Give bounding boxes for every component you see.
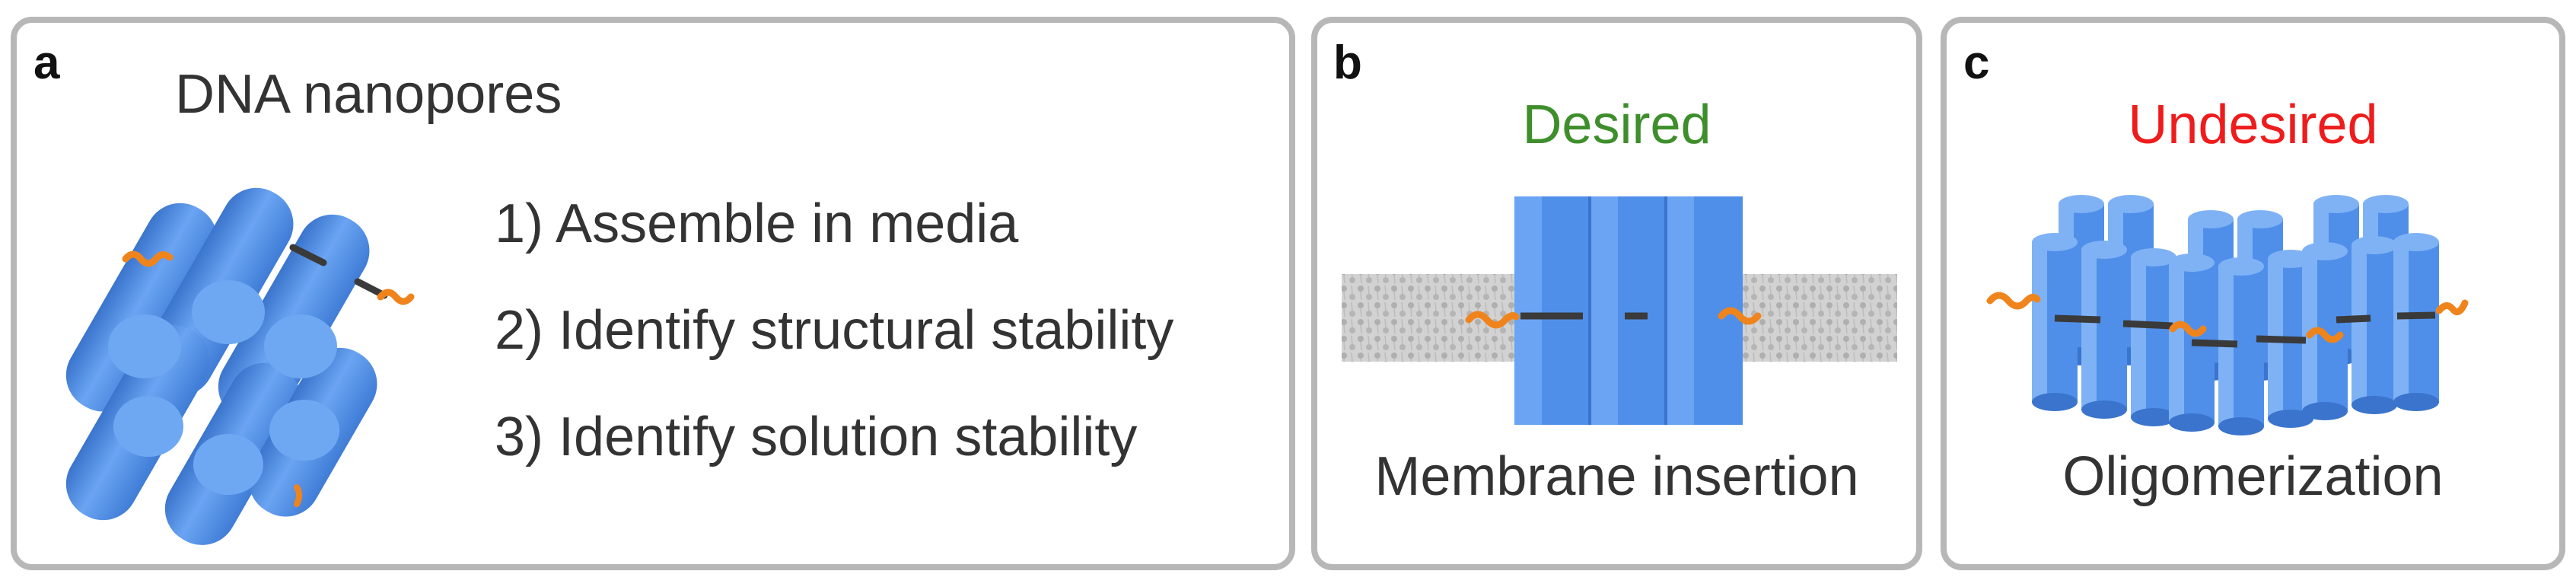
cylinder-cap: [113, 396, 183, 457]
cylinder-cap: [108, 314, 181, 378]
desired-heading: Desired: [1522, 94, 1711, 155]
cylinder: [2393, 233, 2439, 411]
cholesterol-tag: [2435, 299, 2469, 316]
cholesterol-tag: [294, 484, 302, 507]
cylinder-cap: [192, 280, 265, 344]
cylinder: [2352, 236, 2397, 414]
cholesterol-tag: [377, 289, 415, 305]
step-1: 1) Assemble in media: [495, 193, 1019, 254]
cholesterol-tag: [1986, 292, 2041, 310]
cholesterol-tag: [1465, 311, 1520, 329]
desired-caption: Membrane insertion: [1374, 446, 1859, 507]
cylinder: [2032, 233, 2078, 411]
cylinder-cap: [264, 314, 337, 378]
cylinder: [2081, 241, 2127, 419]
step-3: 3) Identify solution stability: [495, 407, 1138, 467]
panel-a-title: DNA nanopores: [175, 64, 562, 125]
panel-a-label: a: [33, 37, 60, 89]
step-2: 2) Identify structural stability: [495, 300, 1174, 361]
cholesterol-tag: [1718, 307, 1762, 325]
panel-c-label: c: [1963, 37, 1990, 89]
cholesterol-tag: [2169, 321, 2207, 337]
cylinder-cap: [269, 400, 339, 461]
undesired-caption: Oligomerization: [2062, 446, 2444, 507]
cholesterol-tag: [122, 250, 174, 267]
undesired-heading: Undesired: [2128, 94, 2378, 155]
cholesterol-tag: [2306, 327, 2344, 343]
cylinder: [65, 203, 218, 412]
cylinder-cap: [193, 434, 263, 495]
nanopore-bundle: [65, 187, 415, 545]
panel-b-label: b: [1333, 37, 1362, 89]
